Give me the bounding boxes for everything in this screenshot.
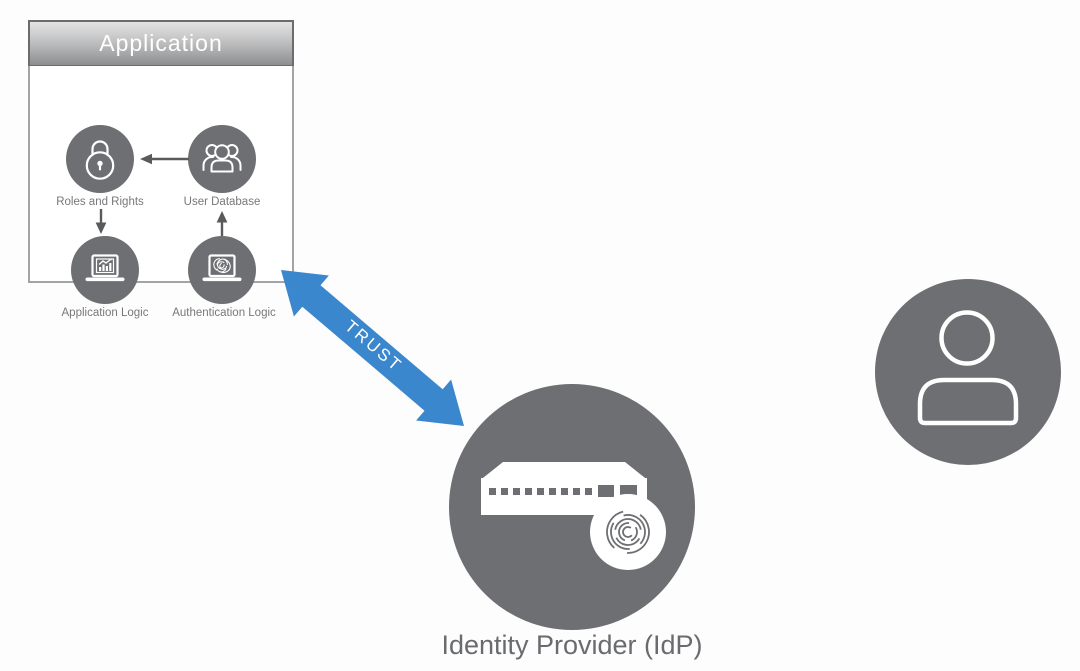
roles-and-rights-node bbox=[66, 125, 134, 193]
authentication-logic-label: Authentication Logic bbox=[172, 307, 276, 319]
application-header: Application bbox=[28, 20, 294, 67]
arrow-left-icon bbox=[140, 153, 189, 165]
users-icon bbox=[202, 144, 242, 173]
roles-and-rights-label: Roles and Rights bbox=[56, 196, 144, 208]
user-database-label: User Database bbox=[183, 196, 261, 208]
idp-label: Identity Provider (IdP) bbox=[441, 630, 703, 660]
user-circle bbox=[875, 279, 1061, 465]
arrow-down-icon bbox=[95, 209, 107, 234]
user-database-node bbox=[188, 125, 256, 193]
authentication-logic-node bbox=[188, 236, 256, 304]
person-icon bbox=[917, 310, 1019, 426]
application-logic-label: Application Logic bbox=[61, 307, 149, 319]
server-fingerprint-icon bbox=[481, 462, 666, 570]
application-box: Application Roles and Rights bbox=[28, 20, 294, 319]
application-body: Roles and Rights User Database bbox=[28, 66, 294, 319]
laptop-fingerprint-icon bbox=[202, 254, 242, 282]
idp-circle bbox=[449, 384, 695, 630]
laptop-chart-icon bbox=[85, 254, 125, 282]
arrow-up-icon bbox=[216, 211, 228, 236]
application-logic-node bbox=[71, 236, 139, 304]
application-title: Application bbox=[99, 30, 223, 56]
lock-icon bbox=[85, 140, 115, 180]
